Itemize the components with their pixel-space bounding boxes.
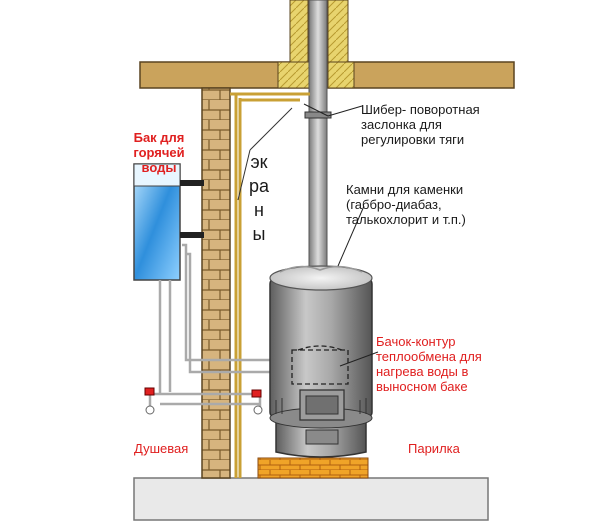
steam-room-label: Парилка — [408, 441, 460, 456]
hearth-base — [257, 457, 369, 479]
ceiling-insulation-right — [327, 61, 355, 89]
hot-water-pipes — [150, 243, 285, 406]
chimney-pipe — [308, 0, 328, 271]
heat-exchanger — [291, 345, 349, 385]
tank-title-label: Бак для горячей воды — [133, 130, 185, 175]
exchanger-leader — [339, 351, 379, 367]
valve-right — [251, 389, 262, 398]
damper-label: Шибер- поворотная заслонка для регулиров… — [361, 102, 480, 147]
floor-slab — [133, 477, 489, 521]
screens-label: экраны — [248, 152, 270, 244]
damper-leader — [327, 105, 363, 117]
tank-bracket-bottom — [180, 232, 204, 238]
valve-left — [144, 387, 155, 396]
ceiling-insulation-left — [277, 61, 311, 89]
stones-leader — [337, 205, 365, 267]
stones-label: Камни для каменки (габбро-диабаз, талько… — [346, 182, 466, 227]
heat-screen — [230, 92, 310, 478]
chimney-insulation-left — [289, 0, 309, 63]
tank-bracket-top — [180, 180, 204, 186]
shower-room-label: Душевая — [134, 441, 189, 456]
chimney-insulation-right — [327, 0, 349, 63]
heat-exchanger-label: Бачок-контур теплообмена для нагрева вод… — [376, 334, 482, 394]
brick-wall — [201, 87, 231, 479]
ash-door — [305, 429, 339, 445]
stove-stones — [269, 265, 373, 291]
